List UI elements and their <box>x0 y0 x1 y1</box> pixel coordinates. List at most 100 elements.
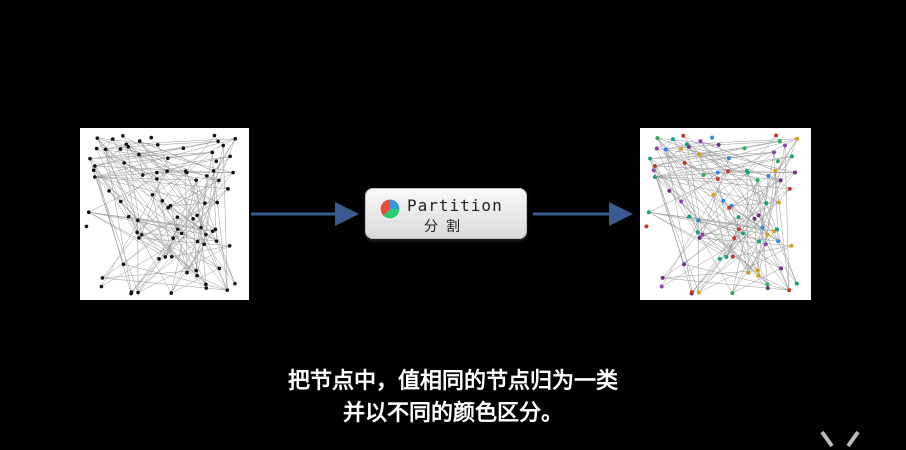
graph-edge <box>662 135 777 279</box>
graph-edge <box>699 216 739 239</box>
graph-edge <box>665 149 768 285</box>
graph-edge <box>661 170 729 287</box>
graph-node <box>100 276 105 280</box>
graph-node <box>752 216 757 221</box>
graph-node <box>124 142 129 147</box>
graph-edge <box>139 140 214 172</box>
graph-edge <box>185 170 236 284</box>
graph-edge <box>746 170 798 284</box>
graph-edge <box>732 231 775 294</box>
graph-node <box>137 139 142 143</box>
graph-edge <box>648 211 775 232</box>
graph-node <box>696 290 701 295</box>
graph-edge <box>157 141 219 146</box>
graph-edge <box>768 175 790 190</box>
graph-node <box>231 170 235 175</box>
graph-node <box>210 150 215 155</box>
graph-node <box>737 227 742 232</box>
graph-edge <box>126 144 168 172</box>
graph-node <box>204 282 208 287</box>
graph-edge <box>128 146 234 173</box>
graph-node <box>135 230 139 235</box>
graph-node <box>652 163 657 168</box>
graph-edge <box>96 138 113 149</box>
graph-edge <box>732 180 758 294</box>
graph-node <box>129 290 134 294</box>
graph-edge <box>97 137 179 230</box>
graph-node <box>126 144 131 149</box>
graph-edge <box>662 277 790 291</box>
graph-node <box>233 136 238 141</box>
graph-edge <box>105 149 207 285</box>
graph-node <box>225 288 230 292</box>
graph-node <box>724 254 729 259</box>
graph-node <box>204 286 209 290</box>
graph-edge <box>734 217 739 239</box>
graph-node <box>155 177 159 181</box>
caption-line-1: 把节点中，值相同的节点归为一类 <box>287 369 618 394</box>
graph-edge <box>102 270 197 279</box>
graph-node <box>655 136 660 141</box>
graph-edge <box>653 170 768 285</box>
graph-edge <box>196 275 228 291</box>
graph-edge <box>195 180 236 284</box>
graph-edge <box>112 138 218 203</box>
graph-node <box>654 146 659 151</box>
graph-node <box>204 232 208 237</box>
graph-node <box>210 229 215 234</box>
graph-edge <box>738 138 798 230</box>
graph-edge <box>94 172 157 178</box>
graph-edge <box>138 141 219 155</box>
graph-edge <box>747 172 768 235</box>
graph-node <box>184 170 189 175</box>
graph-node <box>716 142 721 147</box>
input-graph-panel <box>80 128 249 300</box>
graph-node <box>137 236 141 240</box>
graph-node <box>166 205 171 210</box>
partitioned-graph-panel <box>640 128 811 300</box>
graph-edge <box>698 245 792 293</box>
graph-node <box>185 270 189 275</box>
graph-node <box>228 154 232 159</box>
graph-edge <box>137 256 172 293</box>
graph-edge <box>138 216 178 239</box>
graph-edge <box>713 194 727 257</box>
graph-node <box>774 133 779 138</box>
graph-edge <box>206 175 229 190</box>
graph-node <box>678 146 683 151</box>
graph-node <box>137 152 141 157</box>
graph-edge <box>697 232 782 269</box>
graph-edge <box>699 237 792 247</box>
graph-node <box>212 133 217 138</box>
graph-node <box>755 178 760 183</box>
graph-edge <box>656 138 674 149</box>
graph-edge <box>748 234 768 273</box>
graph-node <box>233 281 237 286</box>
graph-edge <box>88 211 166 258</box>
graph-node <box>746 170 751 175</box>
graph-edge <box>657 138 699 221</box>
graph-node <box>696 218 701 223</box>
graph-edge <box>138 154 197 181</box>
graph-edge <box>136 232 220 269</box>
graph-node <box>787 186 792 191</box>
graph-node <box>122 161 126 165</box>
graph-node <box>149 135 154 140</box>
graph-edge <box>120 172 158 202</box>
graph-node <box>216 139 220 144</box>
graph-edge <box>105 149 132 293</box>
graph-edge <box>691 234 768 294</box>
graph-edge <box>93 170 207 285</box>
graph-edge <box>698 256 734 293</box>
graph-node <box>776 239 781 244</box>
graph-node <box>211 168 216 173</box>
graph-node <box>226 187 230 191</box>
partition-title: Partition <box>407 196 503 215</box>
graph-edge <box>123 264 228 291</box>
graph-edge <box>130 229 179 294</box>
graph-edge <box>170 202 218 206</box>
graph-node <box>755 268 760 273</box>
graph-node <box>778 178 783 183</box>
graph-edge <box>167 170 234 173</box>
